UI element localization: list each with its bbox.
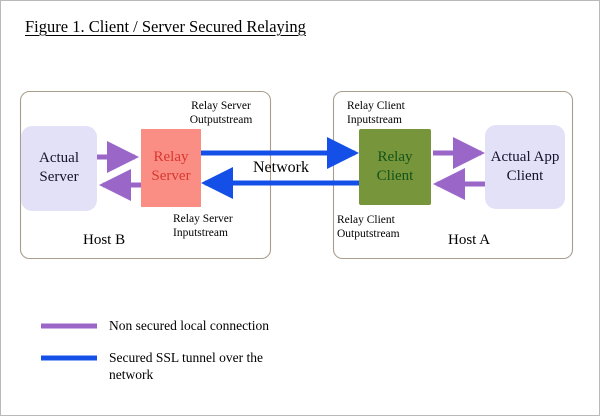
relay-client-label: Relay Client — [359, 148, 431, 186]
relay-server-box[interactable] — [141, 129, 201, 207]
legend-non-secured-line1: Non secured local connection — [109, 318, 270, 333]
host-a-boundary — [332, 90, 574, 260]
relay-client-outputstream-label: Relay Client Outputstream — [337, 213, 467, 241]
relay-client-outputstream-line2: Outputstream — [337, 228, 400, 240]
relay-client-outputstream-line1: Relay Client — [337, 214, 395, 226]
relay-server-outputstream-line2: Outputstream — [189, 114, 253, 126]
host-b-label: Host B — [83, 232, 126, 248]
legend-secured-line2: network — [109, 367, 154, 382]
legend-item-non-secured-text: Non secured local connection — [109, 317, 369, 334]
relay-server-label-line1: Relay — [153, 149, 189, 165]
relay-client-inputstream-line1: Relay Client — [347, 100, 405, 112]
relay-client-label-line1: Relay — [377, 149, 413, 165]
relay-server-outputstream-label: Relay Server Outputstream — [161, 99, 281, 127]
relay-server-inputstream-line2: Inputstream — [173, 227, 228, 239]
actual-server-label-line2: Server — [39, 169, 79, 185]
network-label: Network — [253, 159, 309, 176]
relay-client-label-line2: Client — [376, 168, 414, 184]
actual-app-client-label-line1: Actual App — [490, 149, 560, 165]
host-a-label: Host A — [448, 232, 491, 248]
actual-server-label: Actual Server — [21, 149, 97, 187]
relay-server-inputstream-label: Relay Server Inputstream — [173, 212, 303, 240]
legend-secured-line1: Secured SSL tunnel over the — [109, 350, 263, 365]
relay-client-inputstream-line2: Inputstream — [347, 114, 402, 126]
relay-client-box[interactable] — [359, 129, 431, 205]
actual-server-box[interactable] — [21, 126, 97, 211]
page-title: Figure 1. Client / Server Secured Relayi… — [25, 17, 306, 36]
actual-app-client-box[interactable] — [485, 125, 565, 209]
relay-client-inputstream-label: Relay Client Inputstream — [347, 99, 477, 127]
actual-app-client-label-line2: Client — [506, 168, 544, 184]
relay-server-label: Relay Server — [141, 148, 201, 186]
relay-server-outputstream-line1: Relay Server — [191, 100, 251, 112]
relay-server-label-line2: Server — [151, 168, 191, 184]
actual-server-label-line1: Actual — [39, 150, 79, 166]
host-b-boundary — [19, 90, 272, 260]
relay-server-inputstream-line1: Relay Server — [173, 213, 233, 225]
actual-app-client-label: Actual App Client — [477, 148, 573, 186]
legend-item-secured-text: Secured SSL tunnel over the network — [109, 349, 349, 383]
